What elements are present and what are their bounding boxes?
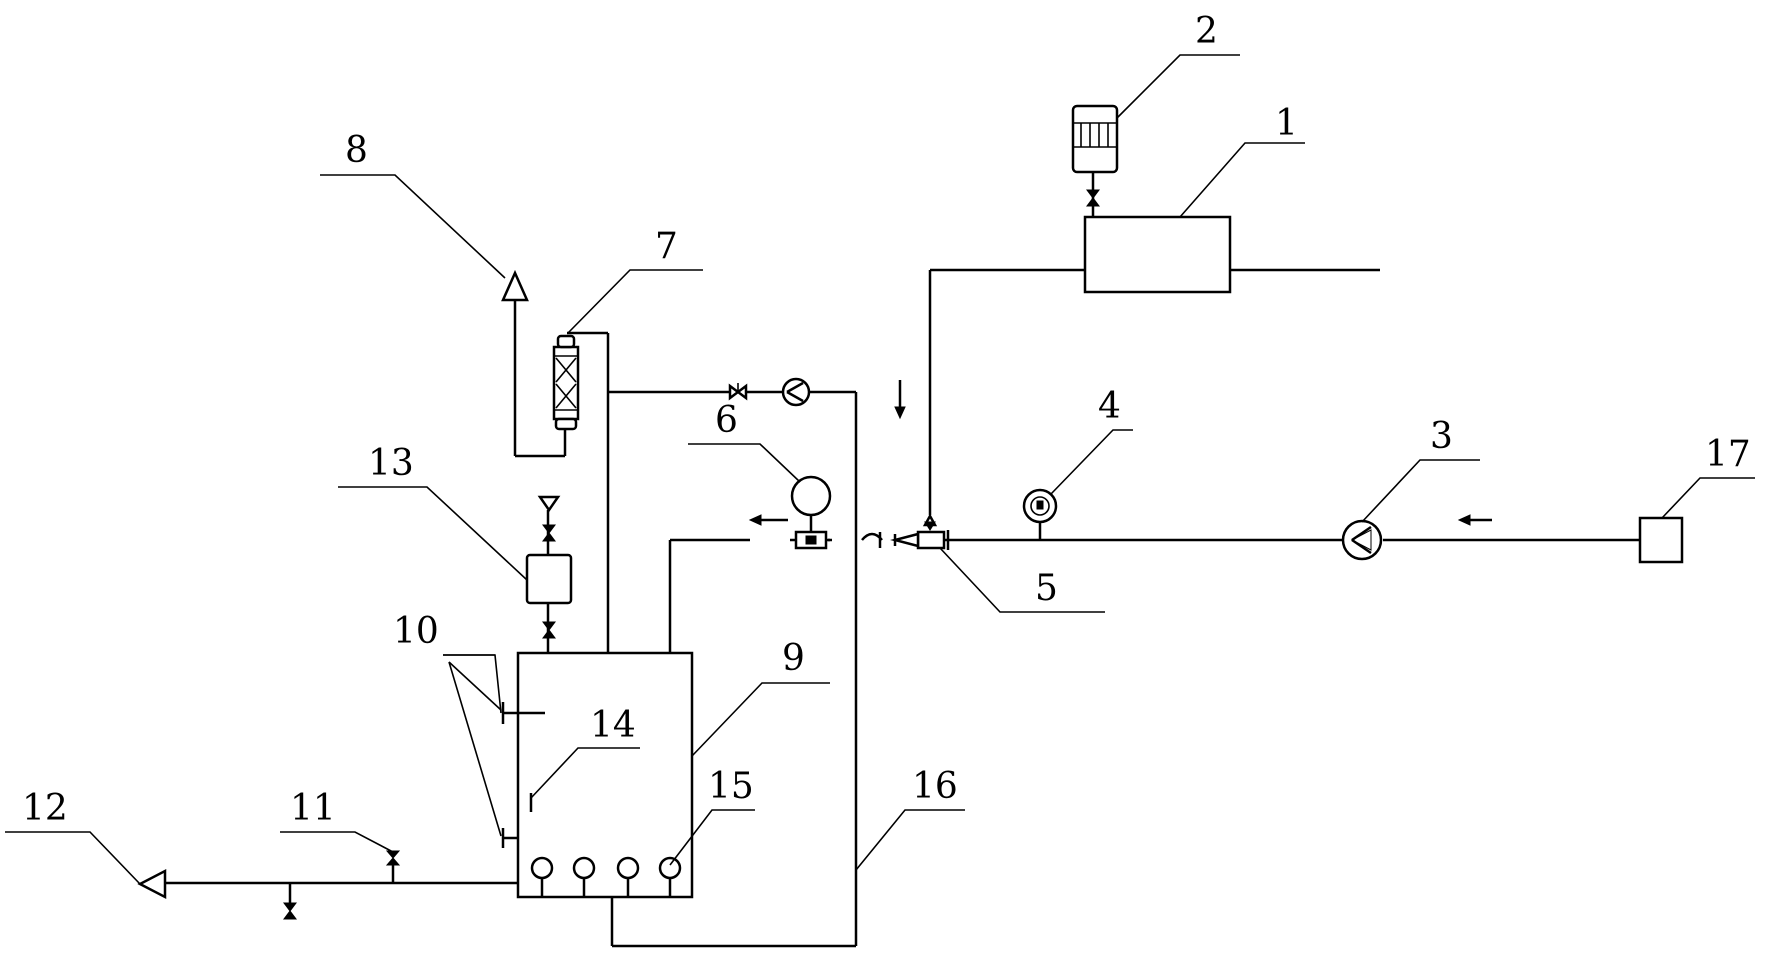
label-11: 11 [290,788,336,829]
label-12: 12 [22,788,68,829]
pump-icon [781,377,811,407]
label-14: 14 [590,705,636,746]
label-9: 9 [782,638,805,679]
pipe-crossover-icon [861,532,883,541]
valve-icon [728,383,748,401]
label-5: 5 [1035,568,1058,609]
label-16: 16 [912,766,958,807]
label-13: 13 [368,443,414,484]
column-filter-7 [552,334,580,431]
flow-arrows [748,380,1492,526]
ejector-5 [878,513,950,550]
treatment-tank-9 [516,651,694,899]
pump-3 [1341,519,1383,561]
diffuser-15 [530,856,682,897]
drain-valve-11 [385,850,401,866]
label-15: 15 [708,766,754,807]
label-10: 10 [393,611,439,652]
pressure-gauge-4 [1022,488,1058,540]
level-gauge-10 [501,702,545,848]
label-4: 4 [1098,386,1121,427]
label-1: 1 [1275,103,1298,144]
valve-icon [1086,189,1100,207]
pipe-network [165,172,1640,948]
label-6: 6 [715,400,738,441]
outlet-12 [137,868,167,900]
source-17 [1638,516,1684,564]
valve-icon [283,902,297,920]
vent-8 [501,269,529,302]
label-8: 8 [345,130,368,171]
heat-exchanger-1 [1083,215,1232,294]
label-3: 3 [1430,416,1453,457]
label-17: 17 [1705,434,1751,475]
label-7: 7 [655,226,678,267]
callout-labels: 1 2 3 4 5 6 7 8 9 10 11 12 13 14 15 16 1… [22,11,1751,829]
gauge-6 [790,475,832,532]
flowmeter-icon [794,530,828,550]
label-2: 2 [1195,11,1218,52]
leader-lines [5,54,1755,885]
filter-device-2 [1071,104,1119,174]
